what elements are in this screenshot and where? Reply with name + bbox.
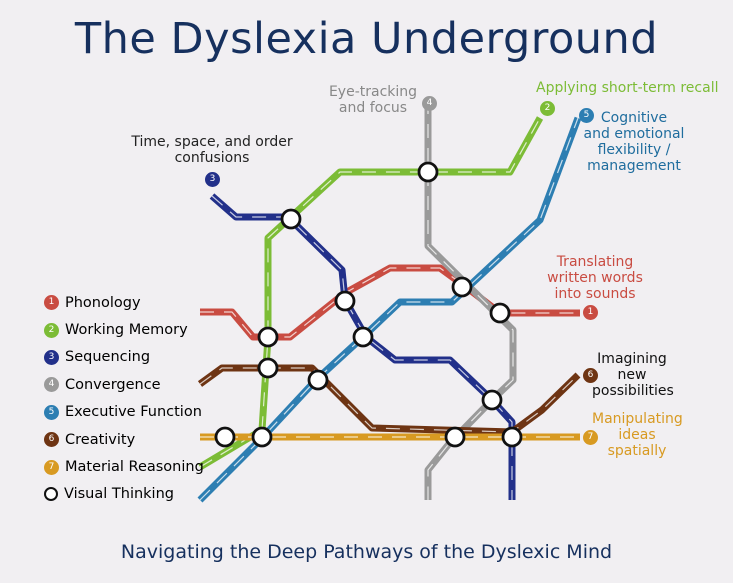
sequencing-line [209, 193, 516, 500]
legend-item-convergence: 4 Convergence [44, 371, 204, 398]
annotation-text: Translating written words into sounds [547, 254, 643, 302]
sequencing-annotation: Time, space, and order confusions [118, 134, 306, 166]
annotation-text: Imagining new possibilities [592, 351, 674, 399]
legend-label: Creativity [65, 431, 136, 448]
station-interchange [481, 389, 503, 411]
station-interchange [307, 369, 329, 391]
station-interchange [214, 426, 236, 448]
map-subtitle: Navigating the Deep Pathways of the Dysl… [120, 541, 613, 563]
annotation-text: Cognitive and emotional flexibility / ma… [583, 110, 685, 174]
line-badge: 4 [44, 377, 59, 393]
material-reasoning-badge: 7 [583, 430, 598, 445]
legend-label: Working Memory [65, 322, 188, 339]
station-interchange [334, 290, 356, 312]
phonology-line-track-dash [200, 267, 580, 338]
executive-function-line-track-dash [199, 117, 579, 501]
station-interchange [257, 326, 279, 348]
working-memory-annotation: Applying short-term recall [536, 80, 731, 96]
station-interchange [451, 276, 473, 298]
executive-function-badge: 5 [579, 108, 594, 123]
legend-label: Phonology [65, 294, 141, 311]
material-reasoning-annotation: Manipulating ideas spatially [592, 411, 683, 459]
legend-item-visual-thinking: Visual Thinking [44, 481, 204, 508]
creativity-badge: 6 [583, 368, 598, 383]
annotation-text: Applying short-term recall [536, 80, 719, 96]
legend-item-executive-function: 5 Executive Function [44, 399, 204, 426]
legend-item-sequencing: 3 Sequencing [44, 344, 204, 371]
working-memory-line [198, 116, 544, 471]
line-badge: 6 [44, 432, 59, 448]
legend: 1 Phonology 2 Working Memory 3 Sequencin… [44, 289, 204, 508]
legend-label: Executive Function [65, 404, 202, 421]
creativity-line-track-dash [199, 367, 579, 433]
line-badge: 1 [44, 295, 59, 311]
convergence-badge: 4 [422, 96, 437, 111]
phonology-annotation: Translating written words into sounds [538, 254, 652, 302]
sequencing-badge: 3 [205, 172, 220, 187]
annotation-text: Time, space, and order confusions [131, 134, 293, 166]
annotation-text: Manipulating ideas spatially [592, 411, 683, 459]
creativity-annotation: Imagining new possibilities [592, 351, 674, 399]
phonology-badge: 1 [583, 305, 598, 320]
legend-label: Visual Thinking [64, 486, 174, 503]
executive-function-annotation: Cognitive and emotional flexibility / ma… [574, 110, 694, 174]
station-ring-icon [44, 487, 58, 502]
convergence-annotation: Eye-tracking and focus [320, 84, 426, 116]
annotation-text: Eye-tracking and focus [328, 84, 418, 116]
legend-item-phonology: 1 Phonology [44, 289, 204, 316]
legend-label: Material Reasoning [65, 459, 204, 476]
line-badge: 5 [44, 404, 59, 420]
station-interchange [280, 208, 302, 230]
station-interchange [251, 426, 273, 448]
line-badge: 7 [44, 459, 59, 475]
working-memory-badge: 2 [540, 101, 555, 116]
creativity-line [197, 364, 581, 436]
station-interchange [444, 426, 466, 448]
station-interchange [501, 426, 523, 448]
line-badge: 2 [44, 322, 59, 338]
line-badge: 3 [44, 349, 59, 365]
station-interchange [417, 161, 439, 183]
legend-item-working-memory: 2 Working Memory [44, 316, 204, 343]
legend-item-material-reasoning: 7 Material Reasoning [44, 453, 204, 480]
map-title: The Dyslexia Underground [74, 14, 659, 64]
legend-label: Convergence [65, 376, 161, 393]
phonology-line [200, 264, 580, 341]
legend-label: Sequencing [65, 349, 151, 366]
legend-item-creativity: 6 Creativity [44, 426, 204, 453]
station-interchange [257, 357, 279, 379]
convergence-line-track-dash [427, 100, 514, 500]
sequencing-line-track-dash [211, 195, 513, 500]
station-interchange [352, 326, 374, 348]
station-interchange [489, 302, 511, 324]
